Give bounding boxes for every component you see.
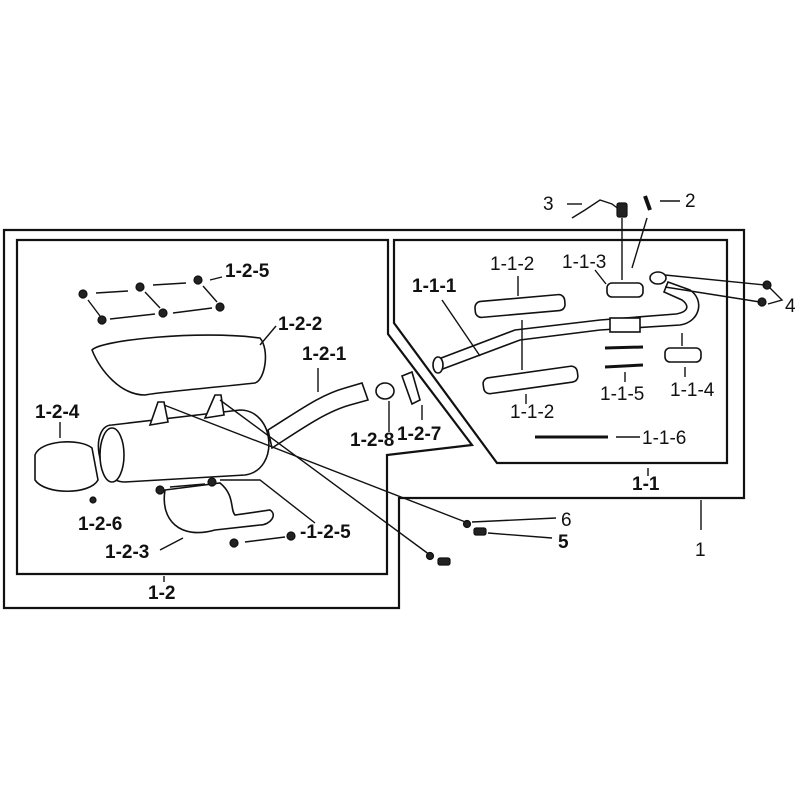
bolt-5b [437,557,451,566]
gasket-1-2-8 [375,382,395,400]
label-4: 4 [785,296,796,317]
clamp-1-2-7 [400,370,421,406]
oxygen-sensor-part [571,199,621,219]
label-1-2-4: 1-2-4 [35,402,80,423]
heat-shield-upper [474,293,566,319]
label-1-1-6: 1-1-6 [642,428,686,449]
group-box-1-2 [15,238,475,576]
bolt-5a [473,527,487,536]
label-2: 2 [685,191,696,212]
heat-shield-lower [482,365,579,395]
muffler-heat-shield-top [91,334,267,396]
muffler-end-cap [99,427,125,483]
label-1-2-5-top: 1-2-5 [225,261,270,282]
label-1-1: 1-1 [632,474,660,495]
label-1-1-2-top: 1-1-2 [490,254,534,275]
heat-shield-1-1-4 [664,347,702,363]
label-1-1-1: 1-1-1 [412,276,457,297]
heat-shield-1-1-3 [606,282,644,298]
spring-lower [604,363,644,369]
label-6: 6 [561,510,572,531]
muffler-heat-shield-bottom [163,482,275,534]
label-1-1-3: 1-1-3 [562,252,606,273]
washer-6a [462,519,472,529]
flange-part [649,271,667,285]
group-box-1-1 [392,238,729,465]
label-1-2-8: 1-2-8 [350,430,394,451]
leader-1-1-3 [594,269,607,285]
exhaust-tip-1-2-4 [34,441,99,492]
label-1-2-7: 1-2-7 [397,424,441,445]
label-1-2-6: 1-2-6 [78,514,122,535]
stud-line-b [664,286,761,303]
washer-set-top [78,275,225,325]
label-5: 5 [558,532,569,553]
washer-6b [425,551,435,561]
bolt-line-b [219,399,431,556]
header-pipe-part [434,280,700,372]
leader-1-2-3 [159,537,184,551]
stud-line-a [664,274,766,286]
leader-2-down [631,217,648,269]
screw-1-2-6 [89,496,97,504]
label-1-1-5: 1-1-5 [600,384,644,405]
label-1-1-4: 1-1-4 [670,380,715,401]
label-1-1-2-bottom: 1-1-2 [510,402,554,423]
label-1-2-2: 1-2-2 [278,314,322,335]
muffler-inlet-pipe [267,382,370,450]
leader-1-1-1 [441,299,481,357]
label-1-2-3: 1-2-3 [105,542,149,563]
label-1: 1 [695,540,706,561]
leader-1-2-2 [259,325,277,346]
pipe-joint [609,317,641,333]
leader-6 [471,517,557,523]
pipe-end [432,356,444,374]
leader-5 [487,532,553,539]
group-box-1 [2,228,746,610]
leader-4 [767,287,784,305]
label-1-2-1: 1-2-1 [302,344,347,365]
washer-set-bottom [155,477,316,548]
bolt-line-a [163,404,469,524]
muffler-body [97,409,270,483]
label-3: 3 [543,194,554,215]
muffler-brackets [148,394,225,427]
plug-part [643,195,652,211]
label-1-2: 1-2 [148,583,175,604]
oxygen-sensor-tip [616,202,628,218]
label-1-2-5-bottom: -1-2-5 [300,522,351,543]
spring-upper [604,345,644,350]
